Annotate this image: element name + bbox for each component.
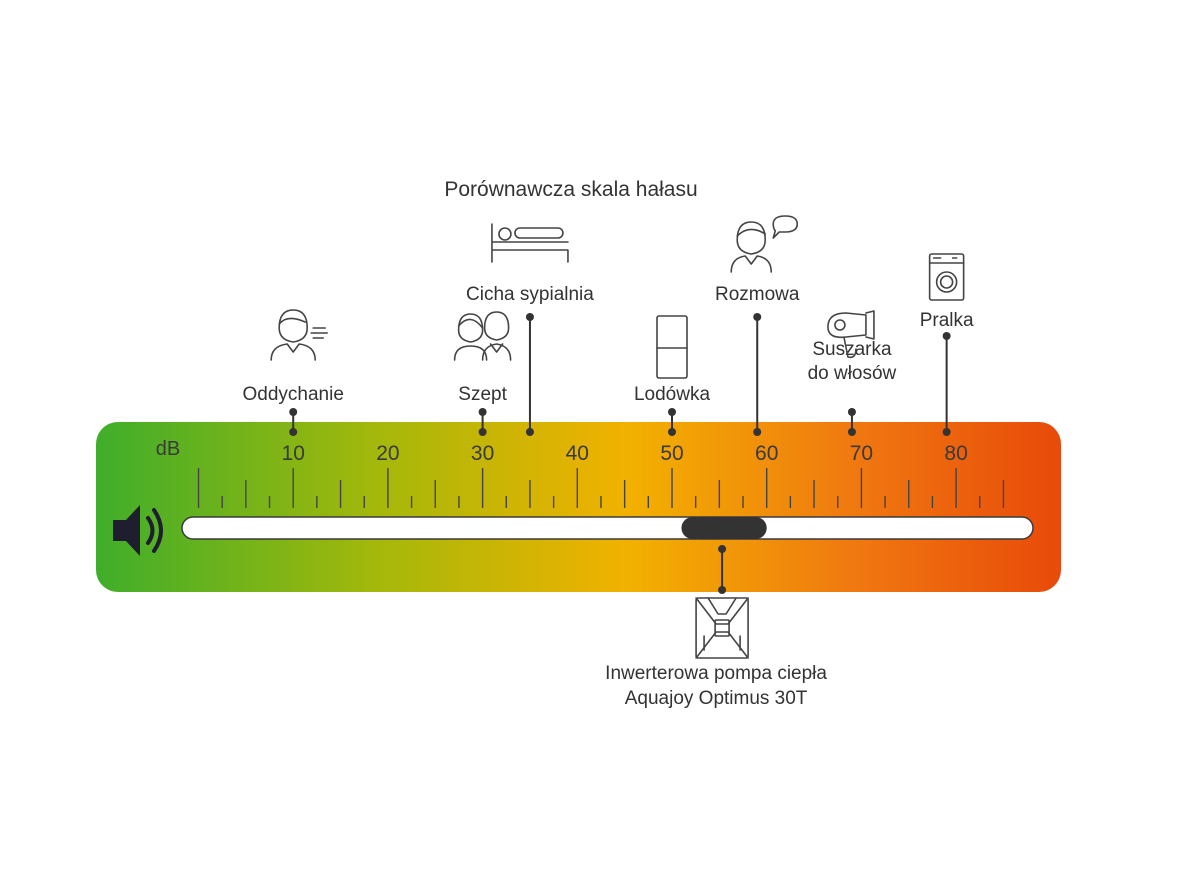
tick-label-10: 10 [282, 442, 305, 465]
source-dot-bottom [478, 428, 487, 436]
heat-pump-label-line-2: Aquajoy Optimus 30T [625, 688, 808, 709]
talking-person-icon [730, 215, 799, 273]
source-label: Pralka [920, 310, 974, 331]
source-dot-top [289, 408, 298, 416]
source-label-line-1: Suszarka [812, 339, 892, 360]
tick-marks [197, 468, 1005, 508]
noise-source-2: Cicha sypialnia [466, 223, 594, 436]
heat-pump-icon [695, 597, 749, 659]
hair-dryer-icon [827, 310, 875, 359]
tick-labels: 10 20 30 40 50 60 70 80 [282, 442, 968, 465]
color-band [96, 422, 1061, 592]
heat-pump-marker: Inwerterowa pompa ciepła Aquajoy Optimus… [605, 545, 827, 709]
source-label: Szept [458, 384, 507, 405]
tick-label-80: 80 [944, 442, 967, 465]
source-label: Oddychanie [242, 384, 343, 405]
level-track [181, 516, 1034, 540]
noise-source-3: Lodówka [634, 315, 710, 436]
noise-source-4: Rozmowa [715, 215, 800, 436]
source-dot-bottom [525, 428, 534, 436]
fridge-icon [656, 315, 688, 379]
noise-source-0: Oddychanie [242, 309, 344, 436]
tick-label-20: 20 [376, 442, 399, 465]
tick-label-40: 40 [566, 442, 589, 465]
noise-source-6: Pralka [920, 253, 974, 436]
breathing-person-icon [270, 309, 329, 361]
source-dot-bottom [847, 428, 856, 436]
tick-label-70: 70 [850, 442, 873, 465]
noise-source-5: Suszarka do włosów [808, 310, 897, 436]
heat-pump-label-line-1: Inwerterowa pompa ciepła [605, 663, 827, 684]
source-label-line-2: do włosów [808, 363, 897, 384]
source-dot-top [668, 408, 676, 416]
source-dot-top [478, 408, 487, 416]
bed-icon [491, 223, 569, 263]
source-dot-bottom [289, 428, 298, 436]
speaker-icon [113, 505, 163, 556]
tick-label-60: 60 [755, 442, 778, 465]
source-dot-bottom [753, 428, 762, 436]
source-label: Cicha sypialnia [466, 284, 594, 305]
unit-label: dB [156, 438, 180, 460]
tick-label-30: 30 [471, 442, 494, 465]
source-dot-top [942, 332, 951, 340]
noise-source-1: Szept [453, 311, 512, 436]
tick-label-50: 50 [660, 442, 683, 465]
source-dot-bottom [942, 428, 951, 436]
source-dot-top [525, 313, 534, 321]
source-dot-bottom [668, 428, 676, 436]
source-dot-top [753, 313, 762, 321]
source-label: Rozmowa [715, 284, 800, 305]
heat-pump-noise-range [681, 517, 767, 539]
whispering-people-icon [453, 311, 512, 361]
source-label: Lodówka [634, 384, 710, 405]
washing-machine-icon [928, 253, 965, 301]
source-dot-top [847, 408, 856, 416]
chart-title: Porównawcza skala hałasu [444, 178, 697, 201]
